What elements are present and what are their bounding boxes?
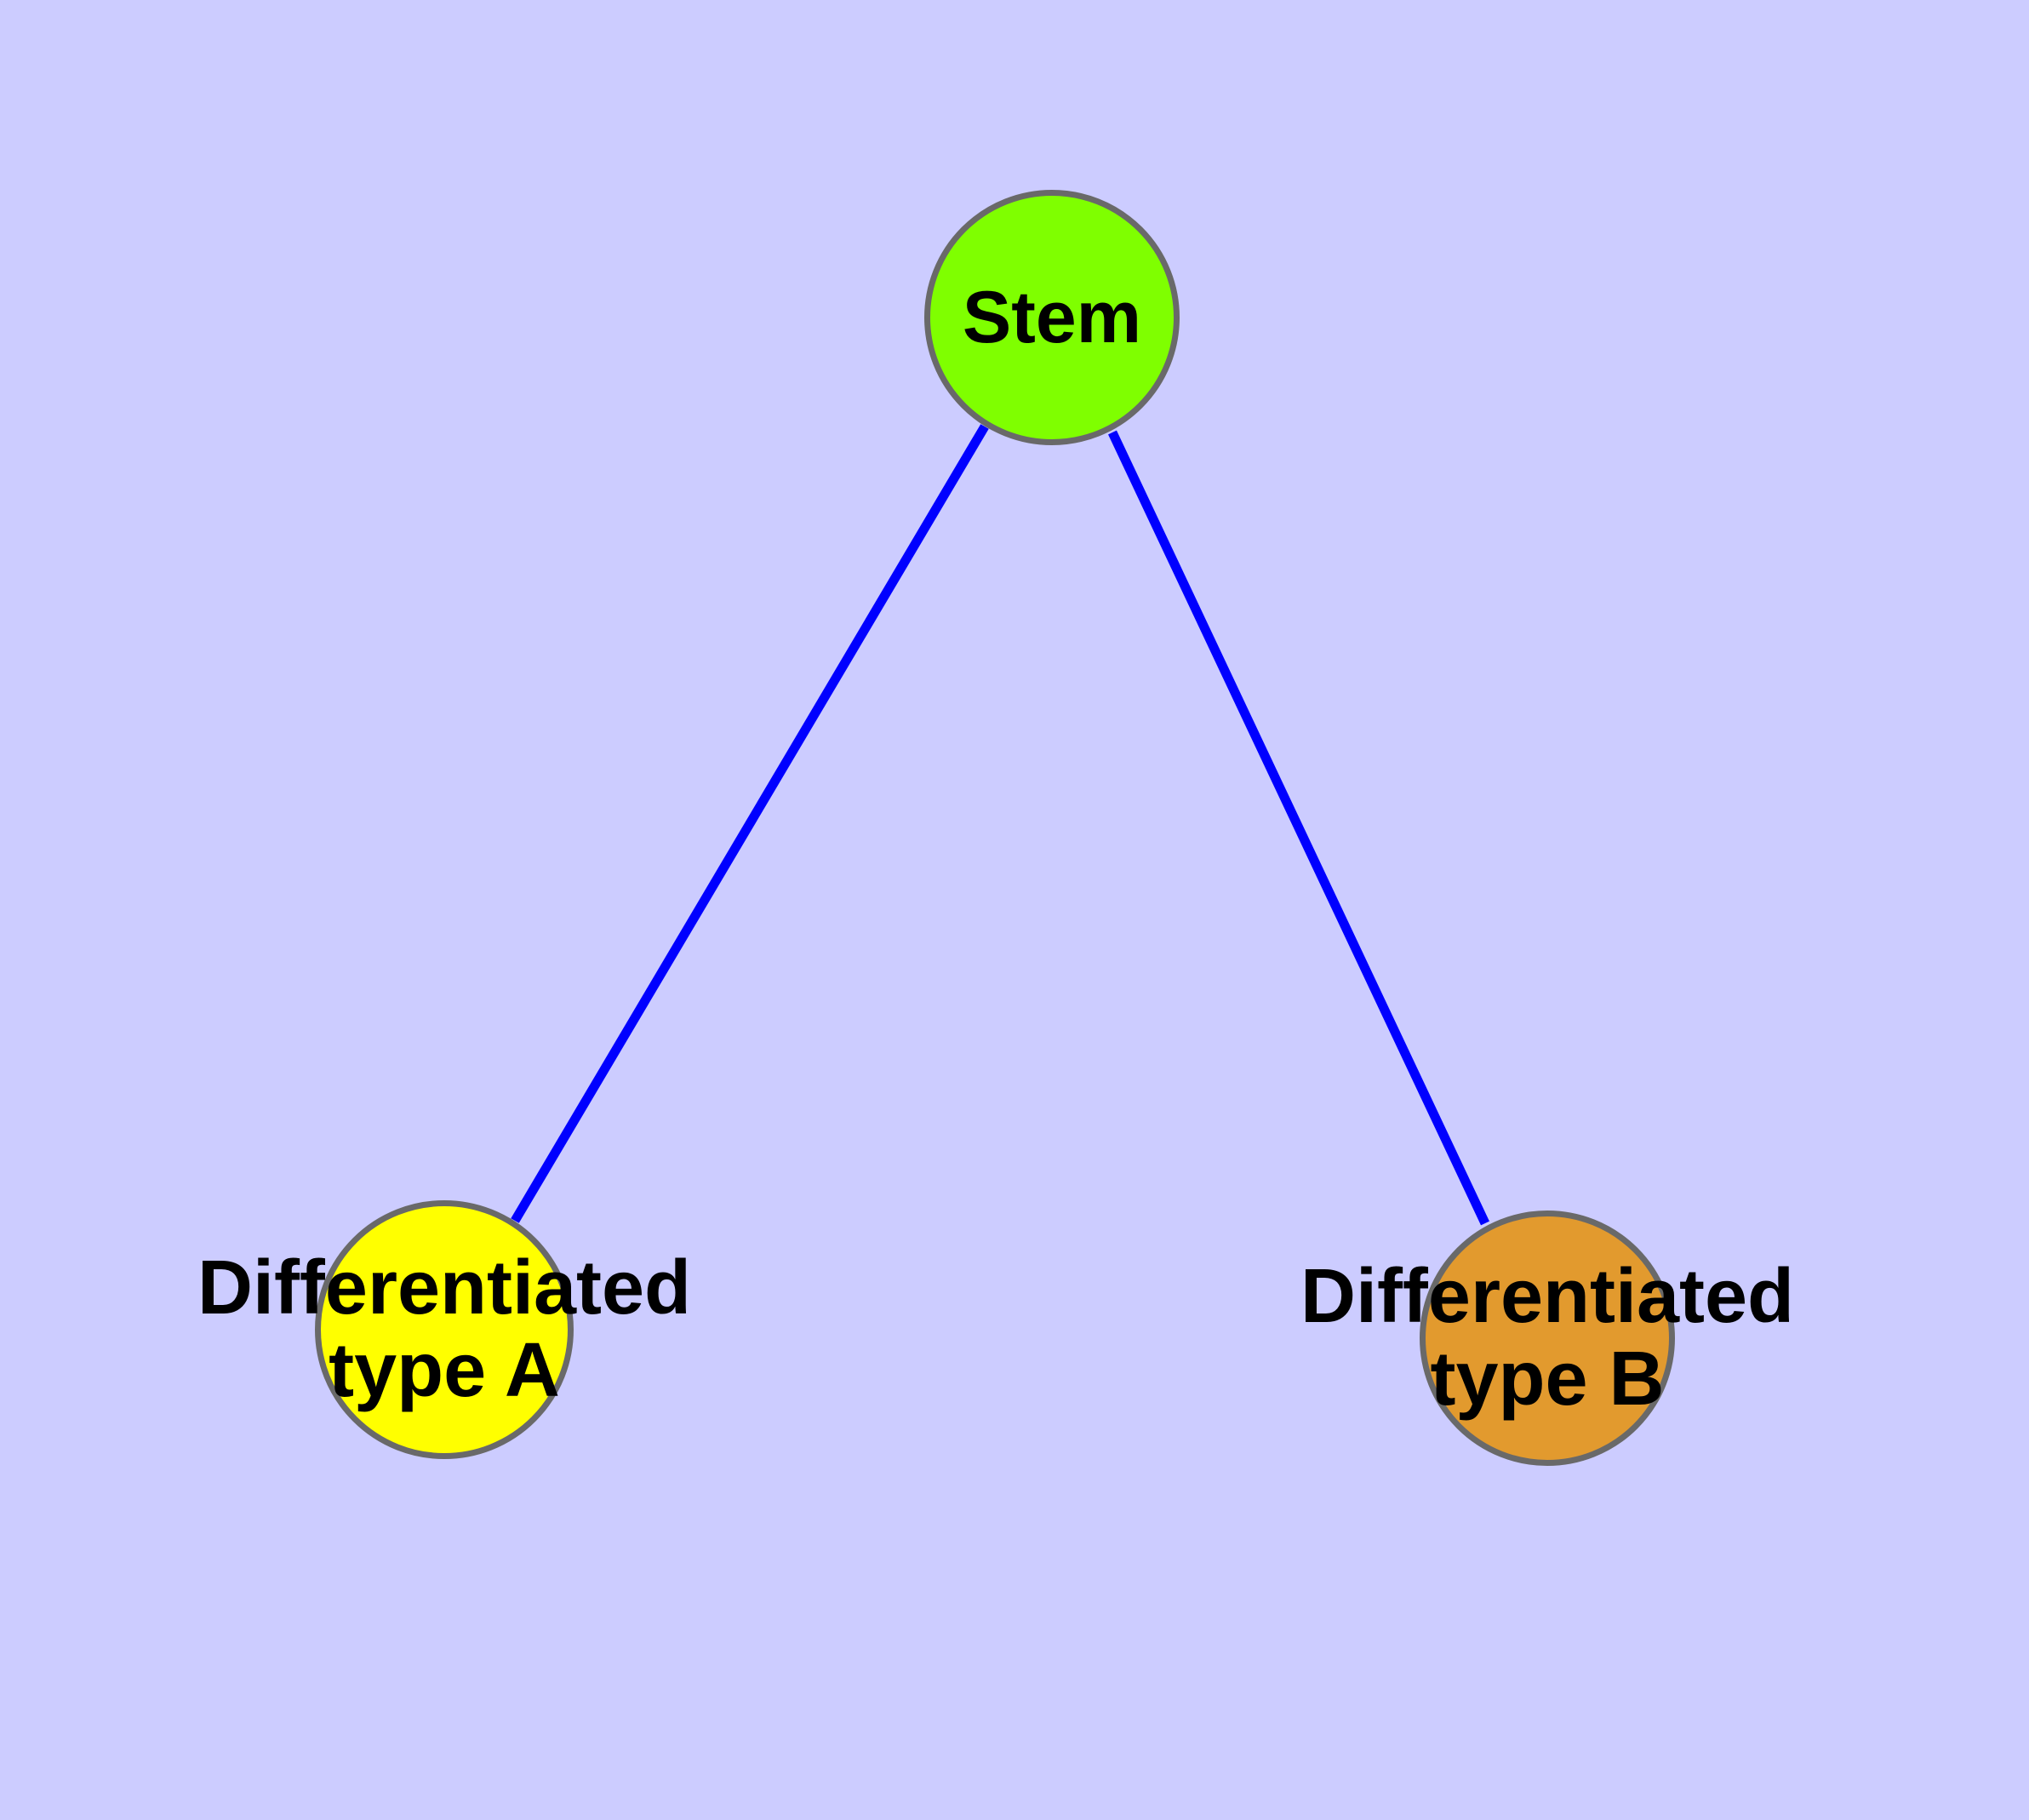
edge-stem-to-diff-type-b[interactable]	[1108, 430, 1489, 1226]
node-diff-type-a[interactable]	[315, 1200, 574, 1459]
node-diff-type-b[interactable]	[1420, 1210, 1675, 1466]
node-stem[interactable]	[924, 190, 1180, 445]
edge-stem-to-diff-type-a[interactable]	[511, 424, 989, 1223]
